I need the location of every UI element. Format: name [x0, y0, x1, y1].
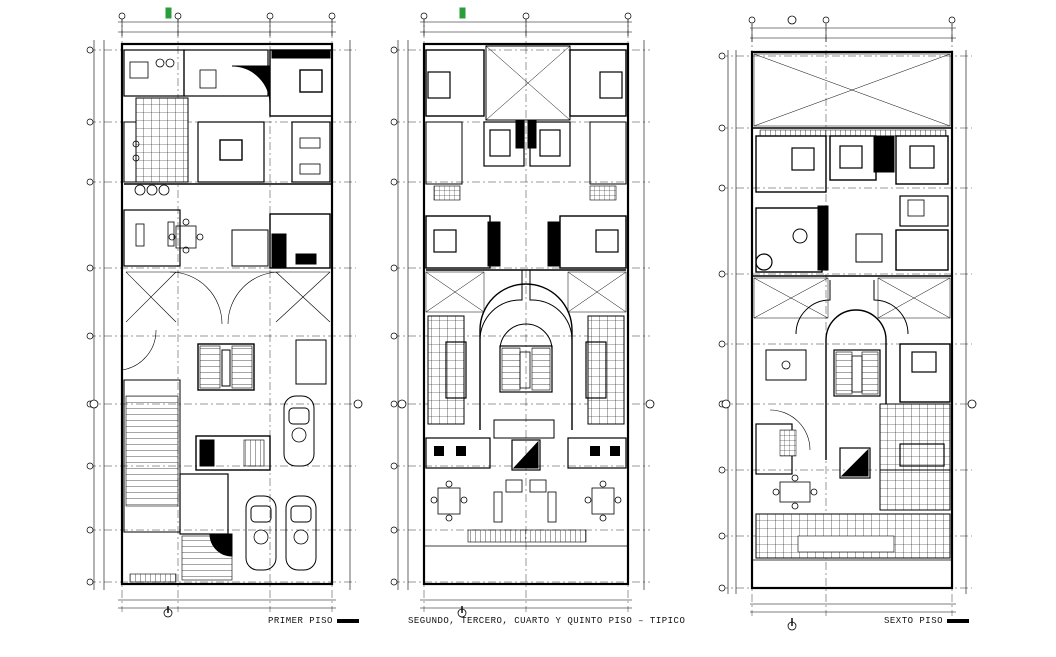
plan-typical-floor [390, 7, 655, 618]
title-sixth-floor-text: SEXTO PISO [884, 616, 944, 626]
scale-bar-icon [336, 618, 359, 623]
title-typical-floor: SEGUNDO, TERCERO, CUARTO Y QUINTO PISO –… [408, 616, 685, 626]
title-sixth-floor: SEXTO PISO [884, 616, 973, 626]
plan-first-floor [86, 7, 363, 618]
title-first-floor-text: PRIMER PISO [268, 616, 333, 626]
title-typical-floor-text: SEGUNDO, TERCERO, CUARTO Y QUINTO PISO –… [408, 616, 686, 626]
plan-sixth-floor [718, 15, 977, 631]
title-first-floor: PRIMER PISO [268, 616, 363, 626]
scale-bar-icon [947, 618, 970, 623]
